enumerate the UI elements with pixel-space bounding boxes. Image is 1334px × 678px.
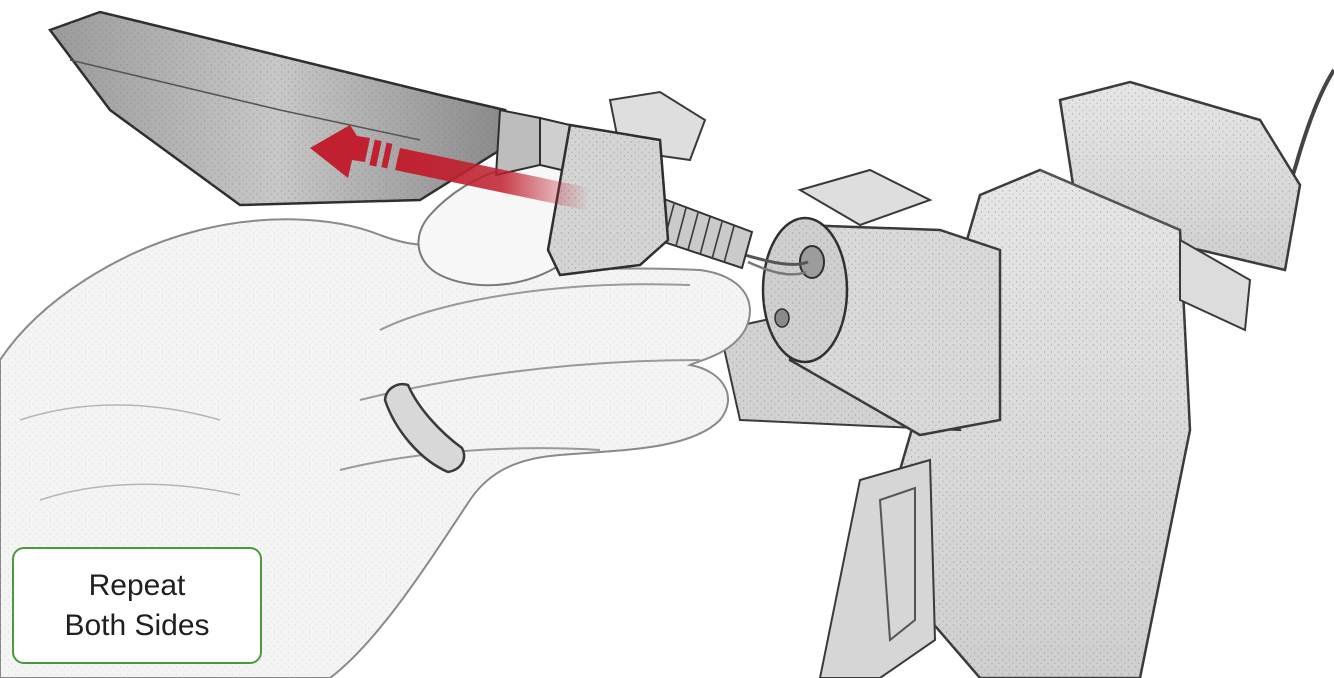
repeat-note-box: Repeat Both Sides xyxy=(12,547,262,664)
note-line-2: Both Sides xyxy=(64,606,209,646)
note-line-1: Repeat xyxy=(89,566,186,606)
